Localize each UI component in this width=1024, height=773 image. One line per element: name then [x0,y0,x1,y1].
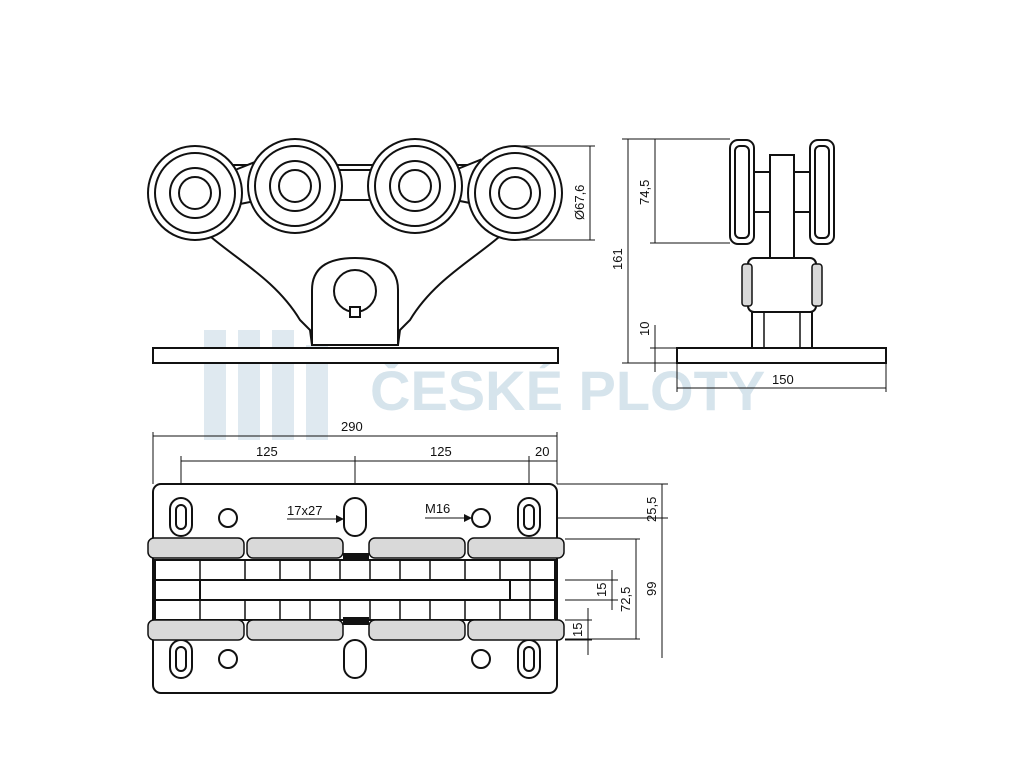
spacing-2-label: 125 [430,444,452,459]
dim-25-5-label: 25,5 [644,497,659,522]
height-total-label: 161 [610,248,625,270]
end-offset-label: 20 [535,444,549,459]
side-view: 161 74,5 10 150 [610,138,887,392]
watermark-text: ČESKÉ PLOTY [370,359,765,422]
front-base-plate [152,347,559,364]
side-base-plate [676,347,887,364]
slot-size-label: 17x27 [287,503,322,518]
top-view: 290 125 125 20 [147,419,668,694]
wheel-diameter-label: Ø67,6 [572,185,587,220]
front-wheel-1 [147,145,243,241]
watermark: ČESKÉ PLOTY [204,330,765,440]
plate-thickness-label: 10 [637,322,652,336]
wheel-height-label: 74,5 [637,180,652,205]
front-wheel-4 [467,145,563,241]
dim-15-a-label: 15 [594,583,609,597]
front-wheel-2 [247,138,343,234]
dim-99-label: 99 [644,582,659,596]
dim-15-b-label: 15 [570,623,585,637]
side-width-label: 150 [772,372,794,387]
front-view: Ø67,6 [147,138,595,364]
total-length-label: 290 [341,419,363,434]
dim-72-5-label: 72,5 [618,587,633,612]
thread-label: M16 [425,501,450,516]
front-wheel-3 [367,138,463,234]
spacing-1-label: 125 [256,444,278,459]
